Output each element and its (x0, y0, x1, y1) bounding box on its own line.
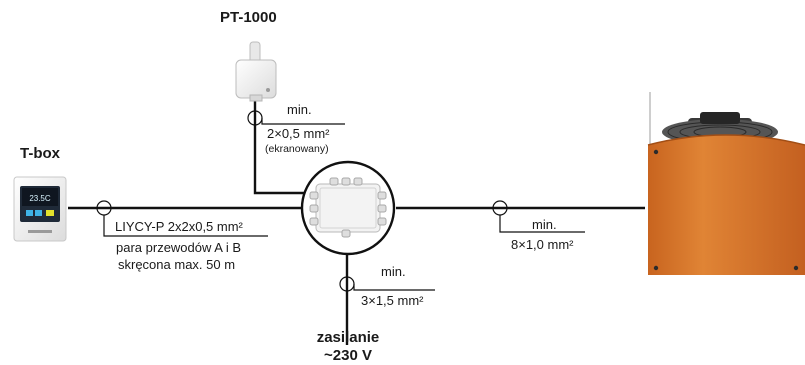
pt1000-cable-spec: 2×0,5 mm² (267, 126, 330, 141)
power-cable-spec: 3×1,5 mm² (361, 293, 424, 308)
tbox-cable-line1: LIYCY-P 2x2x0,5 mm² (115, 219, 243, 234)
wires (68, 100, 645, 345)
heater-cable-min: min. (532, 217, 557, 232)
pt1000-cable-note: (ekranowany) (265, 143, 329, 155)
pt1000-sensor (235, 41, 277, 102)
heater-cable-spec: 8×1,0 mm² (511, 237, 574, 252)
power-cable-min: min. (381, 264, 406, 279)
tbox-title: T-box (20, 145, 60, 162)
cable-markers (96, 110, 585, 292)
power-title-line1: zasilanie (316, 329, 380, 346)
pt1000-cable-min: min. (287, 102, 312, 117)
tbox-cable-line2: para przewodów A i B (116, 240, 242, 255)
tbox-controller: 23.5C (13, 176, 67, 242)
tbox-cable-line3: skręcona max. 50 m (118, 257, 236, 272)
power-title-line2: ~230 V (324, 347, 372, 364)
junction-box (300, 160, 396, 256)
heater-unit (647, 92, 805, 275)
tbox-screen-readout: 23.5C (29, 194, 51, 203)
wire-pt1000 (253, 100, 305, 195)
pt1000-title: PT-1000 (220, 9, 277, 26)
